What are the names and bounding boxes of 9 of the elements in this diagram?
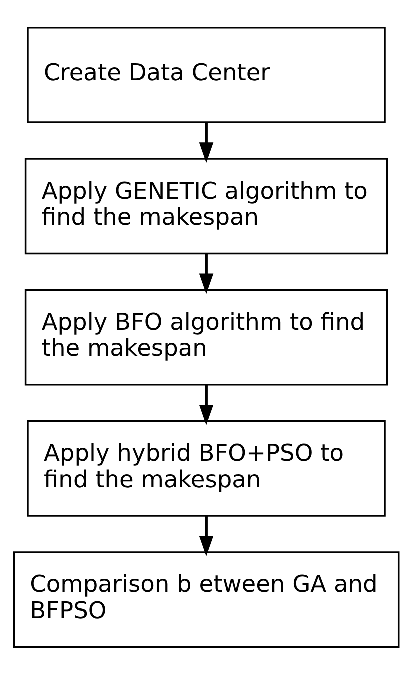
- arrow: [199, 516, 214, 557]
- node-box: Create Data Center: [27, 26, 386, 124]
- arrow: [199, 385, 214, 426]
- arrow: [199, 122, 214, 164]
- node-box: Apply BFO algorithm to find the makespan: [24, 289, 388, 386]
- node-box: Comparison b etween GA and BFPSO: [13, 552, 400, 648]
- node-box: Apply hybrid BFO+PSO to find the makespan: [27, 420, 386, 517]
- node-box: Apply GENETIC algorithm to find the makespan: [24, 158, 388, 255]
- arrow: [199, 254, 214, 294]
